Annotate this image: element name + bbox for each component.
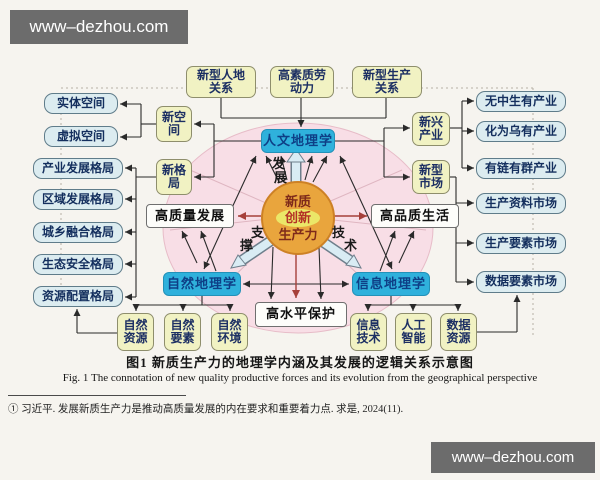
box-new-markets: 新型 市场 [412,160,450,194]
ribbon-arrows [230,148,362,269]
red-arrows [238,212,367,298]
box-new-pattern: 新格 局 [156,159,192,195]
box-data-resources: 数据 资源 [440,313,477,351]
label-support-char2: 撑 [240,238,254,253]
figure-caption-zh: 图1 新质生产力的地理学内涵及其发展的逻辑关系示意图 [126,355,474,370]
label-develop-char1: 发 [272,156,286,171]
box-new-space: 新空 间 [156,106,192,142]
box-production-factor-market: 生产要素市场 [476,233,566,254]
box-information-geography: 信息地理学 [352,272,430,296]
box-data-factor-market: 数据要素市场 [476,271,566,293]
label-develop-char2: 展 [274,170,288,185]
box-industry-transformed: 化为乌有产业 [476,121,566,142]
box-emerging-industries: 新兴 产业 [412,112,450,146]
box-physical-space: 实体空间 [44,93,118,114]
core-line-new-quality: 新质 [284,194,311,210]
box-high-quality-development: 高质量发展 [146,204,234,228]
box-urban-rural-pattern: 城乡融合格局 [33,222,123,243]
box-means-of-production-market: 生产资料市场 [476,193,566,214]
label-support-char1: 支 [251,225,265,240]
box-resource-allocation-pattern: 资源配置格局 [33,286,123,307]
box-industry-chain-cluster: 有链有群产业 [476,158,566,179]
box-high-quality-labor: 高素质劳 动力 [270,66,334,98]
box-natural-factors: 自然 要素 [164,313,201,351]
box-artificial-intelligence: 人工 智能 [395,313,432,351]
footnote-text: ① 习近平. 发展新质生产力是推动高质量发展的内在要求和重要着力点. 求是, 2… [8,404,404,415]
box-natural-environment: 自然 环境 [211,313,248,351]
label-technology-char2: 术 [344,238,358,253]
box-natural-geography: 自然地理学 [163,272,241,296]
box-industry-from-nothing: 无中生有产业 [476,91,566,112]
box-virtual-space: 虚拟空间 [44,126,118,147]
core-line-innovation: 创新 [275,209,320,227]
box-new-production-relations: 新型生产 关系 [352,66,422,98]
box-information-technology: 信息 技术 [350,313,387,351]
box-regional-pattern: 区域发展格局 [33,189,123,210]
footnote-rule [8,395,186,396]
box-human-geography: 人文地理学 [261,129,335,153]
black-connectors [73,97,521,334]
watermark-bottom-right: www–dezhou.com [431,442,595,473]
watermark-top-left: www–dezhou.com [10,10,188,44]
core-line-productive-forces: 生产力 [278,226,318,242]
box-new-human-land-relations: 新型人地 关系 [186,66,256,98]
box-natural-resources: 自然 资源 [117,313,154,351]
box-ecological-pattern: 生态安全格局 [33,254,123,275]
label-technology-char1: 技 [332,225,346,240]
box-high-level-protection: 高水平保护 [255,302,347,327]
core-new-productive-forces: 新质 创新 生产力 [261,181,335,255]
figure-caption-en: Fig. 1 The connotation of new quality pr… [62,372,538,384]
box-industry-pattern: 产业发展格局 [33,158,123,179]
box-high-quality-life: 高品质生活 [371,204,459,228]
